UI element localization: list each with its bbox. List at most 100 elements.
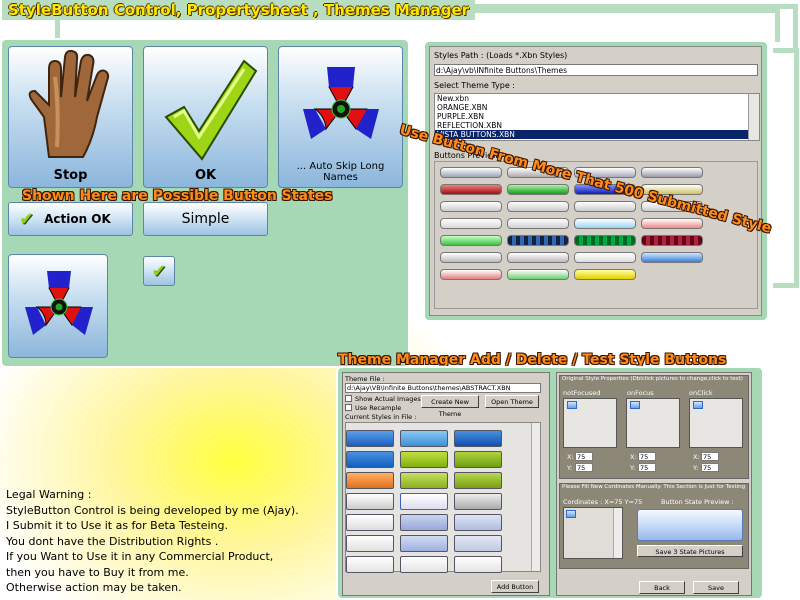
select-theme-label: Select Theme Type : [434, 81, 515, 90]
show-images-label: Show Actual Images [355, 395, 421, 403]
x-label: X: [693, 453, 700, 461]
style-swatch[interactable] [507, 252, 569, 263]
use-recample-label: Use Recample [355, 404, 402, 412]
coords-section-label: Please Fill New Cordinates Manually. Thi… [562, 484, 746, 490]
action-ok-button[interactable]: ✔ Action OK [8, 202, 133, 236]
style-swatch[interactable] [440, 167, 502, 178]
skip-label: ... Auto Skip Long Names [296, 161, 385, 183]
theme-list[interactable]: New.xbn ORANGE.XBN PURPLE.XBN REFLECTION… [434, 93, 760, 141]
style-swatch[interactable] [641, 235, 703, 246]
style-swatch[interactable] [440, 218, 502, 229]
style-swatch[interactable] [440, 269, 502, 280]
style-swatch[interactable] [641, 201, 703, 212]
styles-path-input[interactable]: d:\Ajay\vb\INfinite Buttons\Themes [434, 64, 758, 76]
x-input[interactable]: 75 [701, 452, 719, 461]
radiation-button[interactable] [8, 254, 108, 358]
skip-button[interactable]: ... Auto Skip Long Names [278, 46, 403, 188]
coords-readout: Cordinates : X=75 Y=75 [563, 498, 643, 506]
connector-frame [220, 8, 780, 42]
save-3-state-button[interactable]: Save 3 State Pictures [637, 545, 743, 557]
style-cell[interactable] [400, 514, 448, 531]
legal-line: Otherwise action may be taken. [6, 581, 182, 594]
list-item[interactable]: New.xbn [437, 94, 470, 103]
y-input[interactable]: 75 [575, 463, 593, 472]
ok-button[interactable]: OK [143, 46, 268, 188]
style-cell[interactable] [346, 430, 394, 447]
style-swatch[interactable] [507, 218, 569, 229]
style-cell[interactable] [346, 556, 394, 573]
stop-label: Stop [53, 168, 88, 183]
checkmark-icon: ✔ [19, 208, 35, 230]
scrollbar[interactable] [748, 94, 759, 140]
scrollbar[interactable] [531, 423, 540, 571]
style-swatch[interactable] [641, 218, 703, 229]
style-properties-window: Original Style Properties (Dblclick pict… [556, 372, 752, 596]
back-button[interactable]: Back [639, 581, 685, 594]
check-only-button[interactable]: ✔ [143, 256, 175, 286]
x-input[interactable]: 75 [638, 452, 656, 461]
style-cell[interactable] [346, 451, 394, 468]
list-item[interactable]: REFLECTION.XBN [437, 121, 503, 130]
style-cell[interactable] [346, 514, 394, 531]
thumb-icon [630, 401, 640, 409]
list-item[interactable]: PURPLE.XBN [437, 112, 484, 121]
x-input[interactable]: 75 [575, 452, 593, 461]
button-state-preview[interactable] [637, 509, 743, 541]
style-swatch[interactable] [440, 201, 502, 212]
hand-icon [28, 49, 110, 158]
style-cell[interactable] [454, 535, 502, 552]
style-cell[interactable] [346, 493, 394, 510]
style-cell[interactable] [400, 556, 448, 573]
theme-file-input[interactable]: d:\Ajay\VB\Infinite Buttons\themes\ABSTR… [345, 383, 541, 393]
style-cell[interactable] [454, 556, 502, 573]
style-cell[interactable] [346, 472, 394, 489]
style-cell[interactable] [454, 493, 502, 510]
style-swatch[interactable] [507, 184, 569, 195]
current-styles-label: Current Styles in File : [345, 413, 417, 421]
style-swatch[interactable] [507, 235, 569, 246]
style-swatch[interactable] [440, 235, 502, 246]
style-cell[interactable] [400, 493, 448, 510]
style-swatch[interactable] [574, 167, 636, 178]
style-swatch[interactable] [641, 252, 703, 263]
style-cell[interactable] [454, 472, 502, 489]
style-swatch[interactable] [440, 252, 502, 263]
style-swatch[interactable] [574, 184, 636, 195]
style-cell[interactable] [400, 430, 448, 447]
open-theme-button[interactable]: Open Theme [485, 395, 539, 408]
button-states-caption: Shown Here are Possible Button States [22, 188, 333, 204]
simple-button[interactable]: Simple [143, 202, 268, 236]
style-cell[interactable] [400, 472, 448, 489]
style-swatch[interactable] [507, 201, 569, 212]
style-cell[interactable] [454, 514, 502, 531]
style-swatch[interactable] [574, 201, 636, 212]
style-cell[interactable] [400, 451, 448, 468]
list-item-selected[interactable]: VISTA BUTTONS.XBN [435, 130, 759, 139]
radiation-icon [25, 271, 93, 335]
style-swatch[interactable] [574, 235, 636, 246]
original-props-label: Original Style Properties (Dblclick pict… [562, 376, 743, 382]
style-swatch[interactable] [641, 184, 703, 195]
style-swatch[interactable] [641, 167, 703, 178]
style-cell[interactable] [346, 535, 394, 552]
use-recample-checkbox[interactable] [345, 404, 352, 411]
create-new-theme-button[interactable]: Create New Theme [421, 395, 479, 418]
style-swatch[interactable] [574, 218, 636, 229]
show-images-checkbox[interactable] [345, 395, 352, 402]
add-button[interactable]: Add Button [491, 580, 539, 593]
style-swatch[interactable] [507, 269, 569, 280]
list-item[interactable]: ORANGE.XBN [437, 103, 488, 112]
y-input[interactable]: 75 [701, 463, 719, 472]
y-input[interactable]: 75 [638, 463, 656, 472]
style-swatch[interactable] [574, 269, 636, 280]
style-cell[interactable] [400, 535, 448, 552]
save-button[interactable]: Save [693, 581, 739, 594]
scrollbar[interactable] [613, 508, 622, 558]
stop-button[interactable]: Stop [8, 46, 133, 188]
style-cell[interactable] [454, 451, 502, 468]
styles-path-label: Styles Path : (Loads *.Xbn Styles) [434, 51, 568, 60]
style-cell[interactable] [454, 430, 502, 447]
style-swatch[interactable] [440, 184, 502, 195]
style-swatch[interactable] [507, 167, 569, 178]
style-swatch[interactable] [574, 252, 636, 263]
